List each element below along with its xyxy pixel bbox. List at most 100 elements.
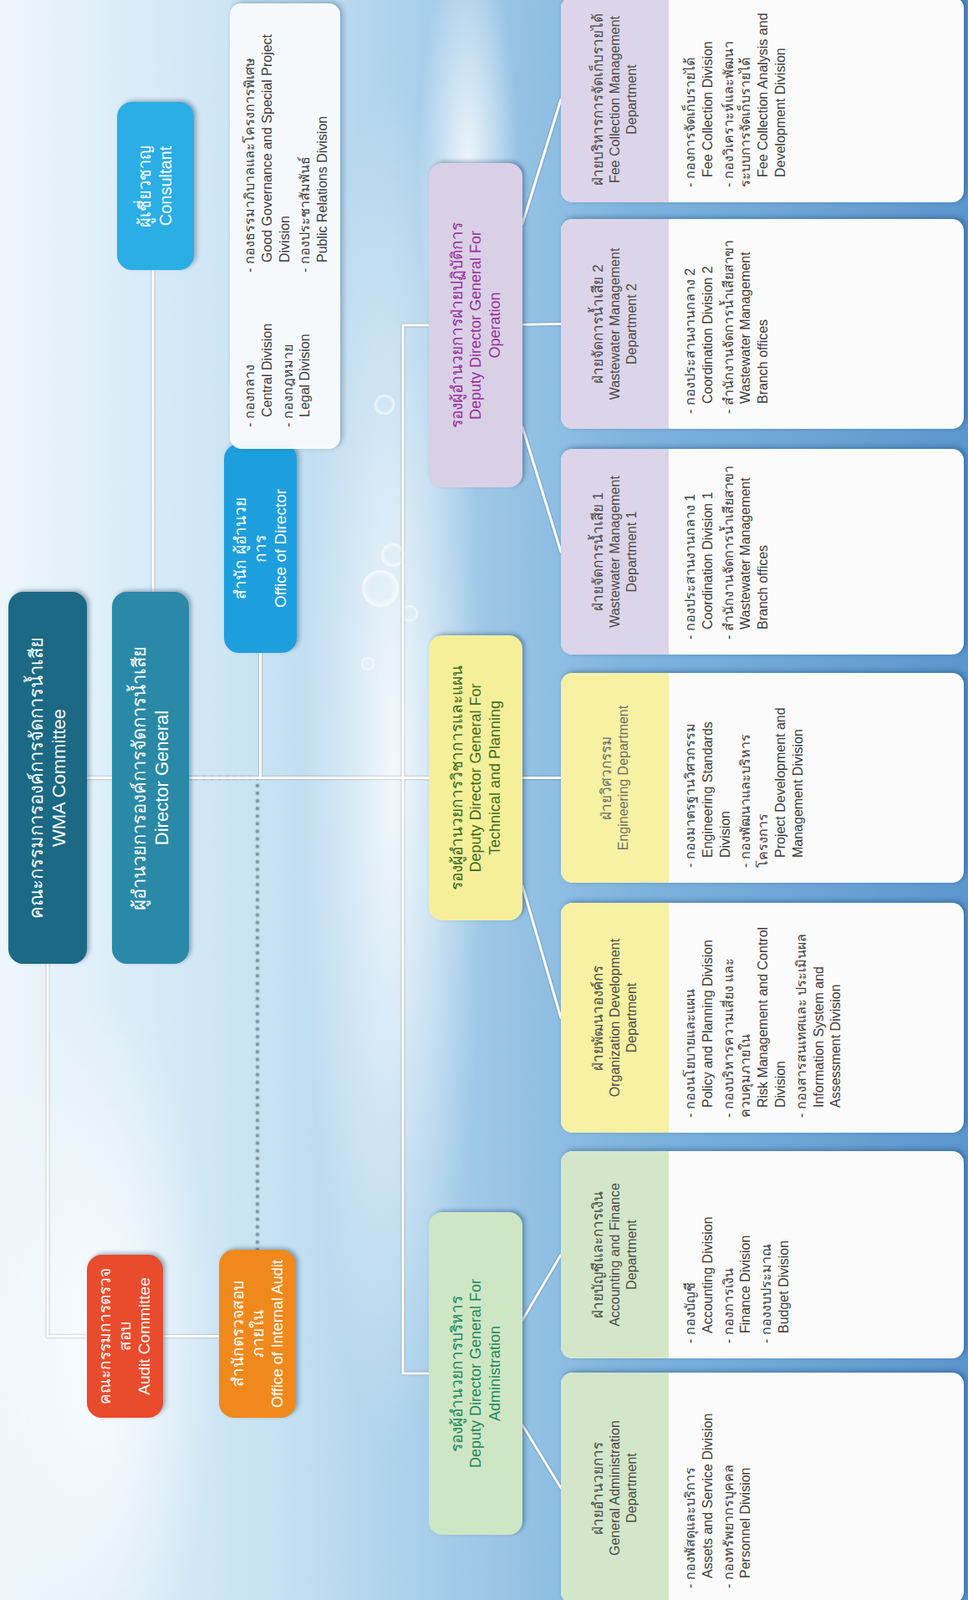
division-column: - กองธรรมาภิบาลและโครงการพิเศษGood Gover… <box>238 15 332 273</box>
division-name-thai: - กองกลาง <box>241 289 260 428</box>
box-subtitle: Deputy Director General For Operation <box>466 203 505 447</box>
audit-committee-box: คณะกรรมการตรวจสอบAudit Committee <box>86 1254 164 1418</box>
division-name-thai: - กองบัญชี <box>682 1162 700 1344</box>
box-title: ฝ่ายจัดการน้ำเสีย 2 <box>589 264 607 383</box>
box-subtitle: Audit Committee <box>134 1277 155 1395</box>
box-title: รองผู้อำนวยการบริหาร <box>447 1295 468 1452</box>
box-subtitle: Office of Director <box>270 489 291 608</box>
box-subtitle: Fee Collection Management Department <box>606 8 641 191</box>
division-name-english: Central Division <box>259 289 277 428</box>
department-header: ฝ่ายอำนวยการGeneral Administration Depar… <box>560 1372 669 1600</box>
box-title: ผู้เชี่ยวชาญ <box>134 145 156 228</box>
deputy-box: รองผู้อำนวยการวิชาการและแผนDeputy Direct… <box>428 635 523 921</box>
box-subtitle: Director General <box>150 710 174 846</box>
division-name-thai: - กองบริหารความเสี่ยง และควบคุมภายใน <box>720 914 756 1118</box>
division-name-english: Accounting Division <box>699 1162 718 1344</box>
division-name-english: Assets and Service Division <box>699 1384 718 1589</box>
box-subtitle: Deputy Director General For Administrati… <box>466 1252 505 1495</box>
box-subtitle: Wastewater Management Department 1 <box>606 460 641 643</box>
division-name-english: Wastewater Management Branch offices <box>737 230 773 414</box>
department-card: ฝ่ายวิศวกรรมEngineering Department- กองม… <box>560 672 964 883</box>
division-name-english: Finance Division <box>737 1162 755 1344</box>
connector <box>163 1334 220 1338</box>
box-title: สำนักตรวจสอบภายใน <box>228 1259 269 1408</box>
box-title: ฝ่ายจัดการน้ำเสีย 1 <box>589 492 607 612</box>
connector <box>522 776 561 780</box>
internal-audit-box: สำนักตรวจสอบภายในOffice of Internal Audi… <box>219 1249 296 1418</box>
department-body: - กองพัสดุและบริการAssets and Service Di… <box>668 1372 964 1600</box>
division-name-english: Wastewater Management Branch offices <box>737 460 773 640</box>
division-name-thai: - สำนักงานจัดการน้ำเสียสาขา <box>720 460 739 640</box>
division-name-thai: - สำนักงานจัดการน้ำเสียสาขา <box>720 230 739 414</box>
box-subtitle: General Administration Department <box>606 1384 641 1592</box>
division-name-thai: - กองธรรมาภิบาลและโครงการพิเศษ <box>241 15 260 273</box>
connector <box>86 776 113 780</box>
division-name-english: Fee Collection Analysis and Development … <box>754 8 790 188</box>
box-title: ฝ่ายอำนวยการ <box>589 1441 607 1535</box>
division-name-thai: - กองงบประมาณ <box>758 1162 776 1344</box>
box-title: รองผู้อำนวยการวิชาการและแผน <box>447 665 468 891</box>
division-name-thai: - กองพัสดุและบริการ <box>682 1384 700 1589</box>
division-column: - กองกลางCentral Division- กองกฎหมายLega… <box>238 289 332 428</box>
connector <box>522 99 561 225</box>
dotted-connector <box>188 778 258 1251</box>
department-header: ฝ่ายวิศวกรรมEngineering Department <box>560 672 669 883</box>
bubble <box>381 543 405 567</box>
division-panel: - กองกลางCentral Division- กองกฎหมายLega… <box>229 3 341 449</box>
division-name-thai: - กองทรัพยากรบุคคล <box>720 1384 739 1589</box>
department-card: ฝ่ายจัดการน้ำเสีย 2Wastewater Management… <box>560 219 964 429</box>
division-name-thai: - กองการจัดเก็บรายได้ <box>682 8 700 188</box>
division-name-english: Budget Division <box>775 1162 794 1344</box>
division-name-thai: - กองการเงิน <box>720 1162 739 1344</box>
box-title: ฝ่ายวิศวกรรม <box>597 736 616 821</box>
department-header: ฝ่ายบัญชีและการเงินAccounting and Financ… <box>560 1151 669 1359</box>
division-name-english: Coordination Division 2 <box>699 230 718 414</box>
division-name-english: Risk Management and Control Division <box>754 914 790 1118</box>
box-subtitle: Wastewater Management Department 2 <box>606 230 641 418</box>
box-title: ฝ่ายบริหารการจัดเก็บรายได้ <box>589 13 607 186</box>
box-title: รองผู้อำนวยการฝ่ายปฏิบัติการ <box>447 222 468 428</box>
division-name-thai: - กองประสานงานกลาง 1 <box>682 460 700 640</box>
department-card: ฝ่ายบัญชีและการเงินAccounting and Financ… <box>560 1151 964 1359</box>
department-body: - กองบัญชีAccounting Division- กองการเงิ… <box>668 1151 964 1359</box>
water-splash <box>0 998 218 1600</box>
division-name-thai: - กองประชาสัมพันธ์ <box>296 15 315 273</box>
box-subtitle: Deputy Director General For Technical an… <box>466 652 505 904</box>
division-name-thai: - กองพัฒนาและบริหาร โครงการ <box>737 684 773 868</box>
division-name-english: Personnel Division <box>737 1384 755 1589</box>
bubble <box>361 657 375 671</box>
connector <box>522 427 561 552</box>
division-name-english: Coordination Division 1 <box>699 460 718 640</box>
box-title: คณะกรรมการตรวจสอบ <box>95 1264 136 1408</box>
bubble <box>361 570 399 607</box>
department-body: - กองการจัดเก็บรายได้Fee Collection Divi… <box>668 0 964 203</box>
box-title: สำนัก ผู้อำนวยการ <box>230 494 271 603</box>
connector <box>188 652 261 779</box>
box-title: ผู้อำนวยการองค์การจัดการน้ำเสีย <box>127 646 152 911</box>
consultant-box: ผู้เชี่ยวชาญConsultant <box>117 101 194 271</box>
division-name-english: Engineering Standards Division <box>699 684 735 868</box>
connector <box>522 886 561 1019</box>
box-subtitle: Accounting and Finance Department <box>606 1162 641 1347</box>
division-name-english: Legal Division <box>296 289 315 428</box>
box-title: คณะกรรมการองค์การจัดการน้ำเสีย <box>25 636 49 919</box>
department-header: ฝ่ายบริหารการจัดเก็บรายได้Fee Collection… <box>560 0 669 203</box>
department-header: ฝ่ายพัฒนาองค์กรOrganization Development … <box>560 902 669 1133</box>
department-header: ฝ่ายจัดการน้ำเสีย 2Wastewater Management… <box>560 219 669 429</box>
department-body: - กองประสานงานกลาง 2Coordination Divisio… <box>668 219 964 429</box>
bubble <box>374 394 395 415</box>
deputy-box: รองผู้อำนวยการบริหารDeputy Director Gene… <box>428 1212 523 1535</box>
connector <box>47 963 87 1337</box>
division-name-thai: - กองกฎหมาย <box>280 289 298 428</box>
department-body: - กองประสานงานกลาง 1Coordination Divisio… <box>668 448 964 655</box>
connector <box>522 1254 561 1320</box>
division-name-thai: - กองสารสนเทศและ ประเมินผล <box>793 914 811 1118</box>
division-name-english: Information System and Assessment Divisi… <box>810 914 846 1118</box>
connector <box>522 322 561 327</box>
division-name-english: Public Relations Division <box>314 15 332 273</box>
committee-box: คณะกรรมการองค์การจัดการน้ำเสียWMA Commit… <box>8 591 87 964</box>
division-name-thai: - กองนโยบายและแผน <box>682 914 700 1118</box>
